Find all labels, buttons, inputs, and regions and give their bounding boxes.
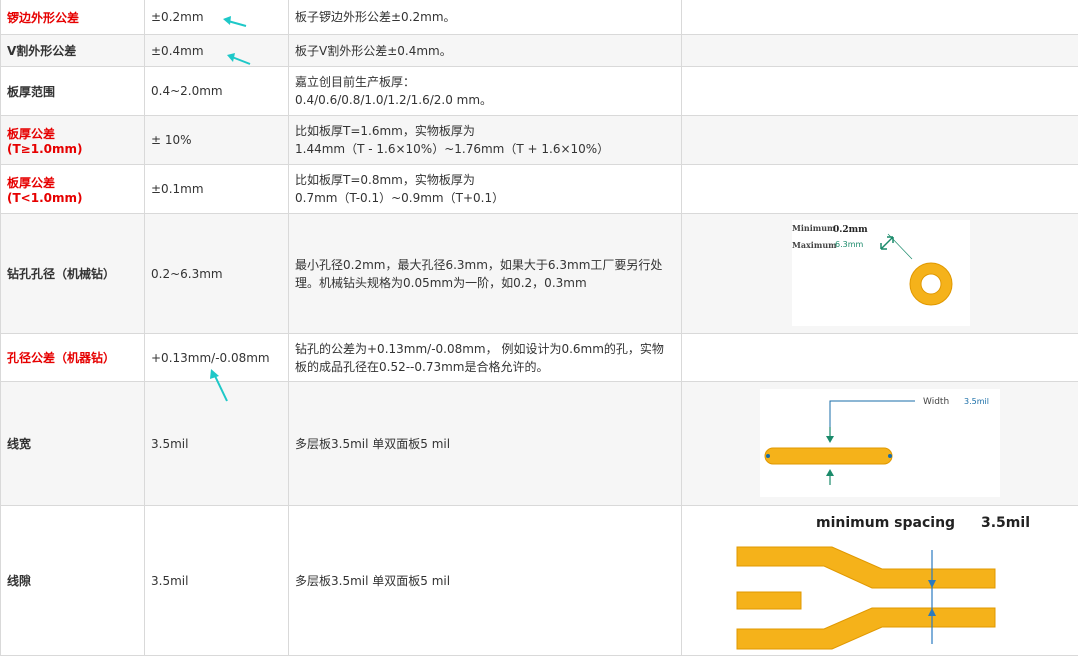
- trace-width-figure: Width 3.5mil: [760, 389, 1000, 497]
- value-cell: 3.5mil: [145, 506, 289, 656]
- desc-line: 板子锣边外形公差±0.2mm。: [295, 8, 681, 26]
- desc-line: 多层板3.5mil 单双面板5 mil: [295, 572, 681, 590]
- spacing-label: minimum spacing: [816, 515, 955, 531]
- figure-cell: [682, 165, 1078, 214]
- desc-line: 板子V割外形公差±0.4mm。: [295, 42, 681, 60]
- value-cell: ±0.1mm: [145, 165, 289, 214]
- desc-line: 嘉立创目前生产板厚：: [295, 73, 681, 91]
- figure-cell: Minimum 0.2mm Maximum 6.3mm: [682, 214, 1078, 334]
- param-cell: 板厚公差 (T≥1.0mm): [1, 116, 145, 165]
- desc-line: 多层板3.5mil 单双面板5 mil: [295, 435, 681, 453]
- desc-line: 比如板厚T=0.8mm，实物板厚为: [295, 171, 681, 189]
- desc-cell: 最小孔径0.2mm，最大孔径6.3mm，如果大于6.3mm工厂要另行处 理。机械…: [289, 214, 682, 334]
- width-value: 3.5mil: [964, 397, 989, 406]
- figure-cell: [682, 334, 1078, 382]
- table-row: 孔径公差（机器钻） +0.13mm/-0.08mm 钻孔的公差为+0.13mm/…: [1, 334, 1078, 382]
- param-cell: 钻孔孔径（机械钻）: [1, 214, 145, 334]
- table-row: 线隙 3.5mil 多层板3.5mil 单双面板5 mil minimum sp…: [1, 506, 1078, 656]
- figure-cell: [682, 116, 1078, 165]
- desc-cell: 比如板厚T=1.6mm，实物板厚为 1.44mm（T - 1.6×10%）~1.…: [289, 116, 682, 165]
- desc-cell: 多层板3.5mil 单双面板5 mil: [289, 382, 682, 506]
- figure-cell: Width 3.5mil: [682, 382, 1078, 506]
- param-line: (T<1.0mm): [7, 191, 144, 205]
- value-cell: ±0.2mm: [145, 0, 289, 35]
- value-cell: 0.4~2.0mm: [145, 67, 289, 116]
- param-cell: 孔径公差（机器钻）: [1, 334, 145, 382]
- value-cell: ±0.4mm: [145, 35, 289, 67]
- drill-min-value: 0.2mm: [833, 225, 868, 235]
- desc-line: 0.4/0.6/0.8/1.0/1.2/1.6/2.0 mm。: [295, 91, 681, 109]
- trace-icon: [765, 448, 892, 464]
- desc-line: 1.44mm（T - 1.6×10%）~1.76mm（T + 1.6×10%）: [295, 140, 681, 158]
- trace-middle-icon: [737, 592, 801, 609]
- desc-cell: 比如板厚T=0.8mm，实物板厚为 0.7mm（T-0.1）~0.9mm（T+0…: [289, 165, 682, 214]
- desc-cell: 板子锣边外形公差±0.2mm。: [289, 0, 682, 35]
- desc-line: 比如板厚T=1.6mm，实物板厚为: [295, 122, 681, 140]
- table-row: 锣边外形公差 ±0.2mm 板子锣边外形公差±0.2mm。: [1, 0, 1078, 35]
- param-cell: 板厚公差 (T<1.0mm): [1, 165, 145, 214]
- param-line: (T≥1.0mm): [7, 142, 144, 156]
- value-cell: 3.5mil: [145, 382, 289, 506]
- table-row: 线宽 3.5mil 多层板3.5mil 单双面板5 mil Width 3.5m…: [1, 382, 1078, 506]
- desc-cell: 钻孔的公差为+0.13mm/-0.08mm， 例如设计为0.6mm的孔，实物 板…: [289, 334, 682, 382]
- trace-spacing-figure: minimum spacing 3.5mil: [732, 510, 1032, 652]
- table-row: V割外形公差 ±0.4mm 板子V割外形公差±0.4mm。: [1, 35, 1078, 67]
- desc-line: 最小孔径0.2mm，最大孔径6.3mm，如果大于6.3mm工厂要另行处: [295, 256, 681, 274]
- desc-line: 理。机械钻头规格为0.05mm为一阶，如0.2，0.3mm: [295, 274, 681, 292]
- desc-line: 板的成品孔径在0.52--0.73mm是合格允许的。: [295, 358, 681, 376]
- table-row: 钻孔孔径（机械钻） 0.2~6.3mm 最小孔径0.2mm，最大孔径6.3mm，…: [1, 214, 1078, 334]
- desc-cell: 板子V割外形公差±0.4mm。: [289, 35, 682, 67]
- drill-size-figure: Minimum 0.2mm Maximum 6.3mm: [792, 220, 970, 326]
- trace-bottom-icon: [737, 608, 995, 649]
- desc-cell: 多层板3.5mil 单双面板5 mil: [289, 506, 682, 656]
- desc-line: 钻孔的公差为+0.13mm/-0.08mm， 例如设计为0.6mm的孔，实物: [295, 340, 681, 358]
- figure-cell: [682, 0, 1078, 35]
- drill-max-value: 6.3mm: [835, 240, 864, 249]
- drill-max-label: Maximum: [792, 240, 837, 250]
- value-cell: ± 10%: [145, 116, 289, 165]
- param-line: 板厚公差: [7, 125, 144, 142]
- trace-top-icon: [737, 547, 995, 588]
- figure-cell: [682, 67, 1078, 116]
- param-cell: 板厚范围: [1, 67, 145, 116]
- desc-cell: 嘉立创目前生产板厚： 0.4/0.6/0.8/1.0/1.2/1.6/2.0 m…: [289, 67, 682, 116]
- width-label: Width: [923, 397, 949, 407]
- table-row: 板厚范围 0.4~2.0mm 嘉立创目前生产板厚： 0.4/0.6/0.8/1.…: [1, 67, 1078, 116]
- figure-cell: [682, 35, 1078, 67]
- spacing-value: 3.5mil: [981, 515, 1030, 531]
- desc-line: 0.7mm（T-0.1）~0.9mm（T+0.1）: [295, 189, 681, 207]
- value-cell: 0.2~6.3mm: [145, 214, 289, 334]
- drill-min-label: Minimum: [792, 223, 836, 233]
- param-cell: 线隙: [1, 506, 145, 656]
- param-cell: 锣边外形公差: [1, 0, 145, 35]
- table-row: 板厚公差 (T≥1.0mm) ± 10% 比如板厚T=1.6mm，实物板厚为 1…: [1, 116, 1078, 165]
- param-line: 板厚公差: [7, 174, 144, 191]
- figure-cell: minimum spacing 3.5mil: [682, 506, 1078, 656]
- value-cell: +0.13mm/-0.08mm: [145, 334, 289, 382]
- table-row: 板厚公差 (T<1.0mm) ±0.1mm 比如板厚T=0.8mm，实物板厚为 …: [1, 165, 1078, 214]
- param-cell: V割外形公差: [1, 35, 145, 67]
- param-cell: 线宽: [1, 382, 145, 506]
